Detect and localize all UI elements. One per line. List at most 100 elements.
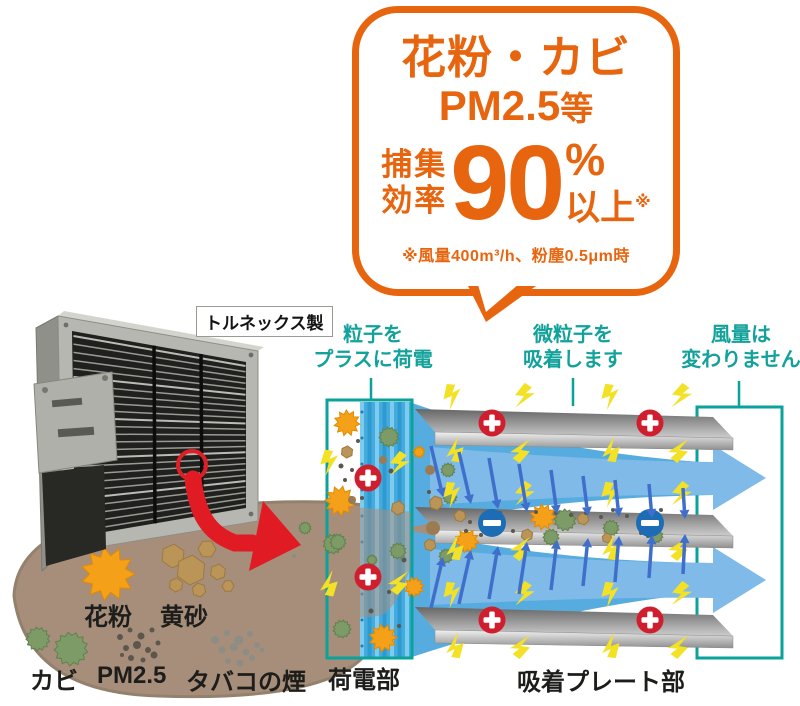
- dust-particle: [401, 557, 407, 563]
- lightning-icon: [602, 534, 620, 561]
- lightning-icon: [601, 581, 619, 608]
- plus-charge-icon: [354, 563, 382, 591]
- attraction-arrow: [646, 535, 657, 579]
- minus-charge-icon: [478, 509, 506, 537]
- plus-charge-icon: [636, 606, 664, 634]
- attraction-arrow: [487, 457, 502, 509]
- pollutant-label-tobacco-smoke: タバコの煙: [186, 669, 306, 696]
- smoke-particle: [249, 655, 255, 661]
- dust-particle: [534, 510, 538, 514]
- lightning-icon: [668, 537, 689, 562]
- pollen-particle: [333, 408, 361, 437]
- callout-footnote: ※風量400m³/h、粉塵0.5μm時: [402, 248, 630, 265]
- plus-charge-icon: [478, 606, 506, 634]
- sand-particle: [176, 554, 206, 586]
- lightning-icon: [389, 450, 410, 476]
- lightning-icon: [671, 382, 692, 408]
- dust-particle: [356, 439, 360, 443]
- metric-qualifier: 以上※: [565, 188, 651, 228]
- stage-label-airflow: 風量は 変わりません: [681, 324, 800, 371]
- mold-particle: [332, 619, 352, 639]
- mold-particle: [366, 554, 378, 566]
- dust-particle: [397, 624, 401, 628]
- sand-particle: [340, 445, 354, 459]
- sand-particle: [428, 495, 444, 511]
- attraction-arrow: [457, 550, 474, 605]
- dust-particle: [368, 608, 374, 614]
- dust-particle: [479, 533, 483, 537]
- smoke-particle: [259, 647, 265, 653]
- lightning-icon: [671, 580, 692, 606]
- lightning-icon: [443, 581, 461, 609]
- smoke-particle: [218, 646, 226, 654]
- mold-particle: [329, 533, 347, 551]
- attraction-arrow: [679, 487, 690, 519]
- dust-particle: [360, 496, 364, 500]
- dust-particle: [145, 647, 151, 653]
- sand-particle: [210, 563, 226, 581]
- dust-particle: [625, 514, 629, 518]
- dust-particle: [338, 463, 344, 469]
- plus-charge-icon: [636, 409, 664, 437]
- collector-plate: [415, 409, 734, 451]
- lightning-icon: [446, 534, 464, 561]
- callout-line1: 花粉・カビ: [400, 32, 631, 83]
- brown-particle: [348, 496, 356, 504]
- attraction-arrow: [487, 546, 502, 600]
- dust-particle: [128, 655, 134, 661]
- attraction-arrow: [429, 557, 446, 609]
- attraction-arrow: [613, 536, 624, 583]
- stage-label-adsorb: 微粒子を 吸着します: [523, 324, 623, 371]
- sand-particle: [601, 532, 613, 544]
- pollen-particle: [81, 546, 137, 602]
- sand-particle: [423, 538, 437, 552]
- smoke-particle: [292, 554, 296, 558]
- bubble-tail: [468, 278, 536, 322]
- attraction-arrow: [429, 445, 446, 497]
- attraction-arrow: [549, 540, 561, 591]
- dust-particle: [155, 640, 161, 646]
- dust-particle: [117, 634, 123, 640]
- efficiency-metric: 捕集 効率 90 % 以上※: [359, 130, 673, 236]
- lightning-icon: [510, 536, 531, 562]
- mold-particle: [542, 528, 560, 546]
- dust-particle: [127, 627, 133, 633]
- attraction-arrow: [581, 538, 593, 587]
- metric-label: 捕集 効率: [381, 147, 448, 218]
- smoke-particle: [236, 659, 244, 667]
- attraction-arrow: [549, 469, 561, 514]
- pollen-particle: [403, 576, 425, 599]
- attraction-arrow: [646, 483, 657, 518]
- plus-charge-icon: [354, 464, 382, 492]
- lightning-icon: [443, 481, 461, 509]
- pollutant-label-pollen: 花粉: [84, 604, 132, 631]
- lightning-icon: [601, 481, 619, 508]
- smoke-particle: [247, 631, 253, 637]
- dust-particle: [150, 651, 158, 659]
- stage-label-charge: 粒子を プラスに荷電: [313, 324, 433, 371]
- dust-particle: [133, 641, 141, 649]
- maker-label: トルネックス製: [196, 306, 333, 337]
- smoke-particle: [230, 643, 238, 651]
- dust-particle: [427, 490, 431, 494]
- brown-particle: [426, 521, 440, 535]
- lightning-icon: [388, 571, 409, 596]
- dust-particle: [659, 508, 663, 512]
- attraction-arrow: [679, 534, 690, 575]
- lightning-icon: [514, 382, 535, 408]
- smoke-particle: [242, 648, 250, 656]
- dust-particle: [120, 653, 124, 657]
- pollen-particle: [368, 623, 399, 653]
- attraction-arrow: [457, 451, 474, 504]
- pollutant-label-pm25: PM2.5: [97, 662, 167, 689]
- attraction-arrow: [581, 475, 592, 516]
- sand-particle: [390, 500, 406, 516]
- dust-particle: [511, 529, 515, 533]
- dust-particle: [388, 468, 394, 474]
- lightning-icon: [446, 632, 464, 659]
- mold-particle: [25, 626, 51, 652]
- pollen-particle: [323, 485, 356, 517]
- smoke-particle: [224, 630, 230, 636]
- brown-particle: [425, 465, 435, 475]
